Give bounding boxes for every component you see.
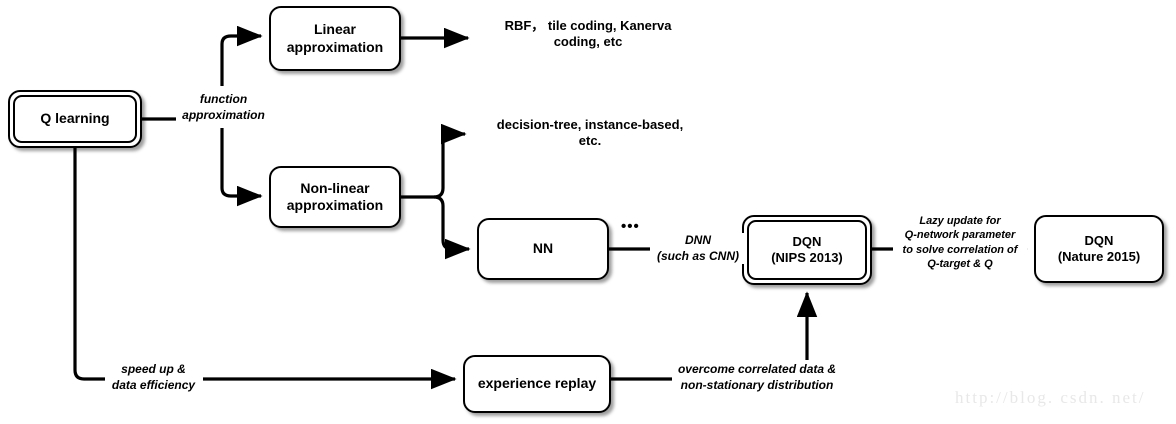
edge-label-dnn-such-as-cnn: DNN (such as CNN) [652,233,744,265]
node-experience-replay-line-0: experience replay [477,375,597,392]
watermark-text: http://blog. csdn. net/ [955,388,1146,407]
edge-label-speed-up-data-efficiency-line-1: data efficiency [111,377,196,392]
edge-qlearning-to-experience-replay [73,148,108,381]
text-decision-tree-examples-line-0: decision-tree, instance-based, [496,117,684,132]
edge-label-function-approximation-line-1: approximation [182,107,265,122]
text-rbf-examples-line-0: RBF， tile coding, Kanerva [504,18,672,33]
edge-label-overcome-correlated-data: overcome correlated data & non-stationar… [672,362,842,394]
node-nn-line-0: NN [532,240,554,257]
edge-label-function-approximation-line-0: function [199,92,248,106]
text-rbf-examples: RBF， tile coding, Kanerva coding, etc [483,18,693,51]
edge-label-speed-up-data-efficiency: speed up & data efficiency [105,362,202,394]
edge-label-dnn-such-as-cnn-line-0: DNN [685,233,711,247]
node-dqn-nature-2015-line-1: (Nature 2015) [1057,249,1141,264]
edge-label-function-approximation: function approximation [176,92,271,124]
node-dqn-nature-2015[interactable]: DQN (Nature 2015) [1034,215,1164,283]
edge-label-speed-up-data-efficiency-line-0: speed up & [121,362,186,376]
text-decision-tree-examples: decision-tree, instance-based, etc. [475,117,705,150]
edge-function-approximation-to-nonlinear [220,128,263,207]
edge-label-lazy-update: Lazy update for Q-network parameter to s… [893,214,1027,272]
edge-label-lazy-update-line-3: Q-target & Q [927,257,993,270]
node-experience-replay[interactable]: experience replay [463,355,611,413]
node-dqn-nips-2013-line-0: DQN [792,234,822,250]
node-non-linear-approximation[interactable]: Non-linear approximation [269,166,401,228]
node-non-linear-approximation-line-0: Non-linear [300,179,370,196]
node-linear-approximation[interactable]: Linear approximation [269,6,401,71]
edge-nonlinear-to-nn [433,195,471,260]
node-dqn-nips-2013-line-1: (NIPS 2013) [771,250,843,265]
node-linear-approximation-line-0: Linear [313,21,356,38]
node-non-linear-approximation-line-1: approximation [286,197,384,213]
edge-function-approximation-to-linear [220,25,263,86]
edge-label-lazy-update-line-2: to solve correlation of [902,243,1018,256]
node-q-learning[interactable]: Q learning [8,90,142,148]
text-decision-tree-examples-line-1: etc. [578,133,602,149]
node-linear-approximation-line-1: approximation [286,38,384,55]
node-q-learning-line-0: Q learning [40,110,110,127]
edge-nonlinear-to-decision-tree [433,123,467,199]
node-dqn-nature-2015-line-0: DQN [1084,233,1114,249]
node-dqn-nips-2013[interactable]: DQN (NIPS 2013) [742,215,872,285]
ellipsis-icon: ••• [621,218,640,235]
edge-label-overcome-correlated-data-line-1: non-stationary distribution [680,377,834,392]
edge-label-overcome-correlated-data-line-0: overcome correlated data & [677,362,837,376]
node-nn[interactable]: NN [477,218,609,280]
text-rbf-examples-line-1: coding, etc [553,34,623,50]
edge-label-dnn-such-as-cnn-line-1: (such as CNN) [656,248,739,263]
edge-label-lazy-update-line-0: Lazy update for [919,215,1001,227]
edge-label-lazy-update-line-1: Q-network parameter [904,229,1016,242]
